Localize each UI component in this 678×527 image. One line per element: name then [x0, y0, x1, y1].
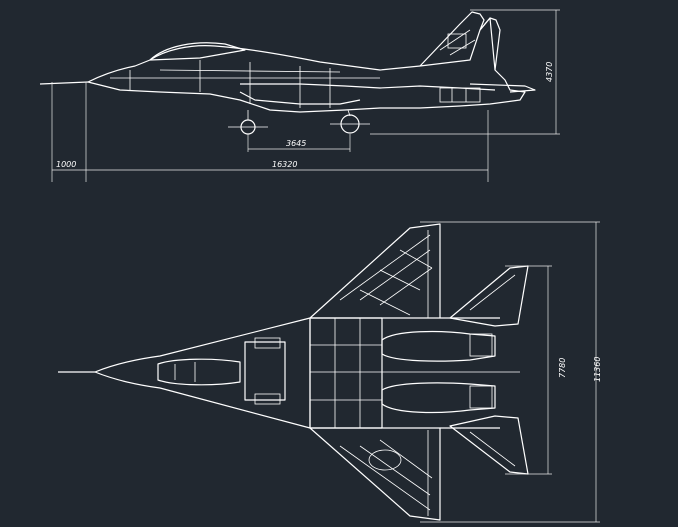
top-canopy [157, 358, 241, 386]
top-engine-upper [381, 330, 496, 362]
top-fuselage-forebody [94, 317, 311, 429]
top-intakes [244, 341, 286, 401]
top-center-body [309, 317, 383, 429]
nose-probe-label: 1000 [56, 160, 76, 169]
height-label: 4370 [545, 62, 554, 82]
lower-wing [309, 427, 441, 521]
overall-length-label: 16320 [272, 160, 297, 169]
wingspan-label: 11360 [593, 357, 602, 382]
side-fuselage [87, 17, 526, 113]
top-engine-lower [381, 382, 496, 414]
side-view [39, 11, 536, 135]
tailplane-span-label: 7780 [558, 358, 567, 378]
side-canopy [149, 42, 246, 61]
upper-stabilizer [449, 265, 529, 327]
wheelbase-label: 3645 [286, 139, 306, 148]
side-view-dimensions: 3645 1000 16320 4370 [51, 9, 560, 182]
nose-probe [39, 81, 89, 85]
top-view-dimensions: 7780 11360 [420, 221, 602, 523]
upper-wing [309, 223, 441, 319]
side-intake [240, 83, 496, 91]
lower-stabilizer [449, 415, 529, 475]
top-view [58, 223, 529, 521]
side-vertical-tail [419, 11, 501, 71]
roundel [368, 449, 402, 471]
